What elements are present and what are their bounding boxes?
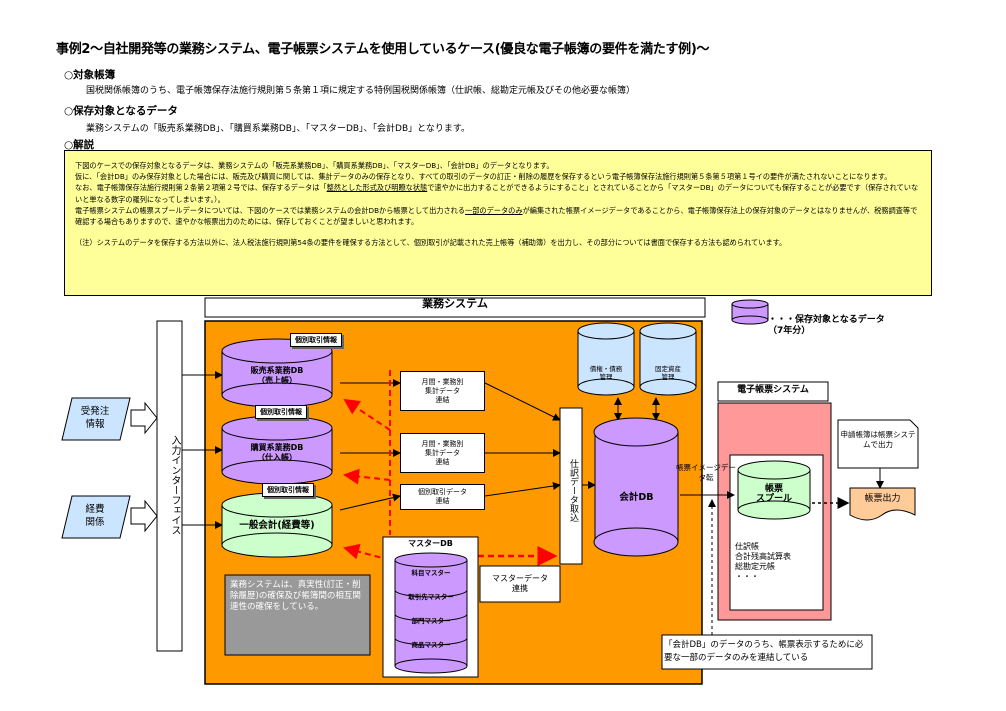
input-order-info <box>61 397 131 441</box>
input-interface-label: 入力インターフェイス <box>169 435 180 535</box>
master-db-stack <box>394 552 468 674</box>
target-text: 国税関係帳簿のうち、電子帳簿保存法施行規則第５条第１項に規定する特例国税関係帳簿… <box>86 86 636 96</box>
master-db-label: マスターDB <box>408 539 453 548</box>
master-link-label: マスターデータ 連携 <box>492 574 548 593</box>
purchase-db-label: 購買系業務DB （仕入帳） <box>250 443 304 462</box>
report-output-label: 帳票出力 <box>864 494 901 504</box>
legend-text: ・・・保存対象となるデータ （7年分） <box>768 315 885 336</box>
input-expense-label: 経費 関係 <box>85 504 105 528</box>
fixed-assets-label: 固定資産 管理 <box>655 365 681 381</box>
legend-cylinder-icon <box>731 299 769 325</box>
spool-label: 帳票 スプール <box>755 484 792 504</box>
bottom-note-box <box>661 634 873 670</box>
e-system-title-box <box>717 381 829 402</box>
master-link-box <box>479 565 561 603</box>
individual-info-tag-3: 個別取引情報 <box>262 483 314 497</box>
flow-sales-box: 月間・業務別 集計データ 連結 <box>400 371 485 411</box>
system-note-text: 業務システムは、真実性(訂正・削除履歴)の確保及び帳簿間の相互関連性の確保をして… <box>230 580 361 612</box>
fixed-assets-cylinder <box>639 322 697 396</box>
sales-db-cylinder <box>221 338 333 408</box>
page-title: 事例2～自社開発等の業務システム、電子帳票システムを使用しているケース(優良な電… <box>56 42 710 57</box>
spool-cylinder <box>737 460 811 520</box>
general-accounting-cylinder <box>221 492 333 558</box>
request-note-shape <box>837 419 919 469</box>
request-note-text: 申請帳簿は帳票システムで出力 <box>840 430 916 449</box>
general-accounting-label: 一般会計(経費等) <box>239 520 315 531</box>
explanation-p3: なお、電子帳簿保存法施行規則第２条第２項第２号では、保存するデータは「整然とした… <box>75 183 919 204</box>
journal-import-label: 仕訳データ取込 <box>568 458 578 522</box>
purchase-db-cylinder <box>221 415 333 485</box>
storage-heading: ○保存対象となるデータ <box>64 105 178 117</box>
storage-text: 業務システムの「販売系業務DB」、「購買系業務DB」、「マスターDB」、「会計D… <box>86 124 470 134</box>
debt-management-cylinder <box>577 322 635 396</box>
bottom-note-text: 「会計DB」のデータのうち、帳票表示するために必要な一部のデータのみを連結してい… <box>664 640 864 663</box>
master-item-account: 科目マスター <box>411 569 451 577</box>
spool-list: 仕訳帳 合計残高試算表 総勘定元帳 ・・・ <box>735 542 791 581</box>
explanation-p4: 電子帳票システムの帳票スプールデータについては、下図のケースでは業務システムの会… <box>75 205 918 227</box>
explanation-box: 下図のケースでの保存対象となるデータは、業務システムの「販売系業務DB」、「購買… <box>64 150 932 296</box>
explanation-p2: 仮に、「会計DB」のみ保存対象とした場合には、販売及び購買に関しては、集計データ… <box>75 172 892 182</box>
master-item-client: 取引先マスター <box>408 593 454 601</box>
individual-info-tag-1: 個別取引情報 <box>290 333 342 347</box>
e-system-title: 電子帳票システム <box>737 385 809 395</box>
individual-info-tag-2: 個別取引情報 <box>255 405 307 419</box>
image-transfer-label: 帳票イメージデータ転 <box>676 463 736 482</box>
system-title-box <box>204 297 706 318</box>
input-interface-box <box>156 320 183 652</box>
master-item-department: 部門マスター <box>411 617 451 625</box>
master-item-product: 商品マスター <box>411 641 451 649</box>
explanation-note: （注）システムのデータを保存する方法以外に、法人税法施行規則第54条の要件を確保… <box>75 238 787 248</box>
accounting-db-cylinder <box>593 417 679 557</box>
flow-purchase-box: 月間・業務別 集計データ 連結 <box>400 433 485 473</box>
sales-db-label: 販売系業務DB （売上帳） <box>250 366 304 385</box>
target-heading: ○対象帳簿 <box>64 69 116 81</box>
system-note-box <box>224 574 371 656</box>
explanation-p1: 下図のケースでの保存対象となるデータは、業務システムの「販売系業務DB」、「購買… <box>75 161 554 170</box>
debt-management-label: 債権・債務 管理 <box>589 365 623 381</box>
report-output-shape <box>849 487 916 521</box>
input-order-label: 受発注 情報 <box>80 406 110 430</box>
explanation-heading: ○解説 <box>64 139 95 151</box>
journal-import-box <box>559 407 583 565</box>
input-expense <box>61 495 131 539</box>
accounting-db-label: 会計DB <box>619 492 654 503</box>
flow-general-box: 個別取引データ 連結 <box>400 484 485 510</box>
system-title: 業務システム <box>422 297 488 310</box>
